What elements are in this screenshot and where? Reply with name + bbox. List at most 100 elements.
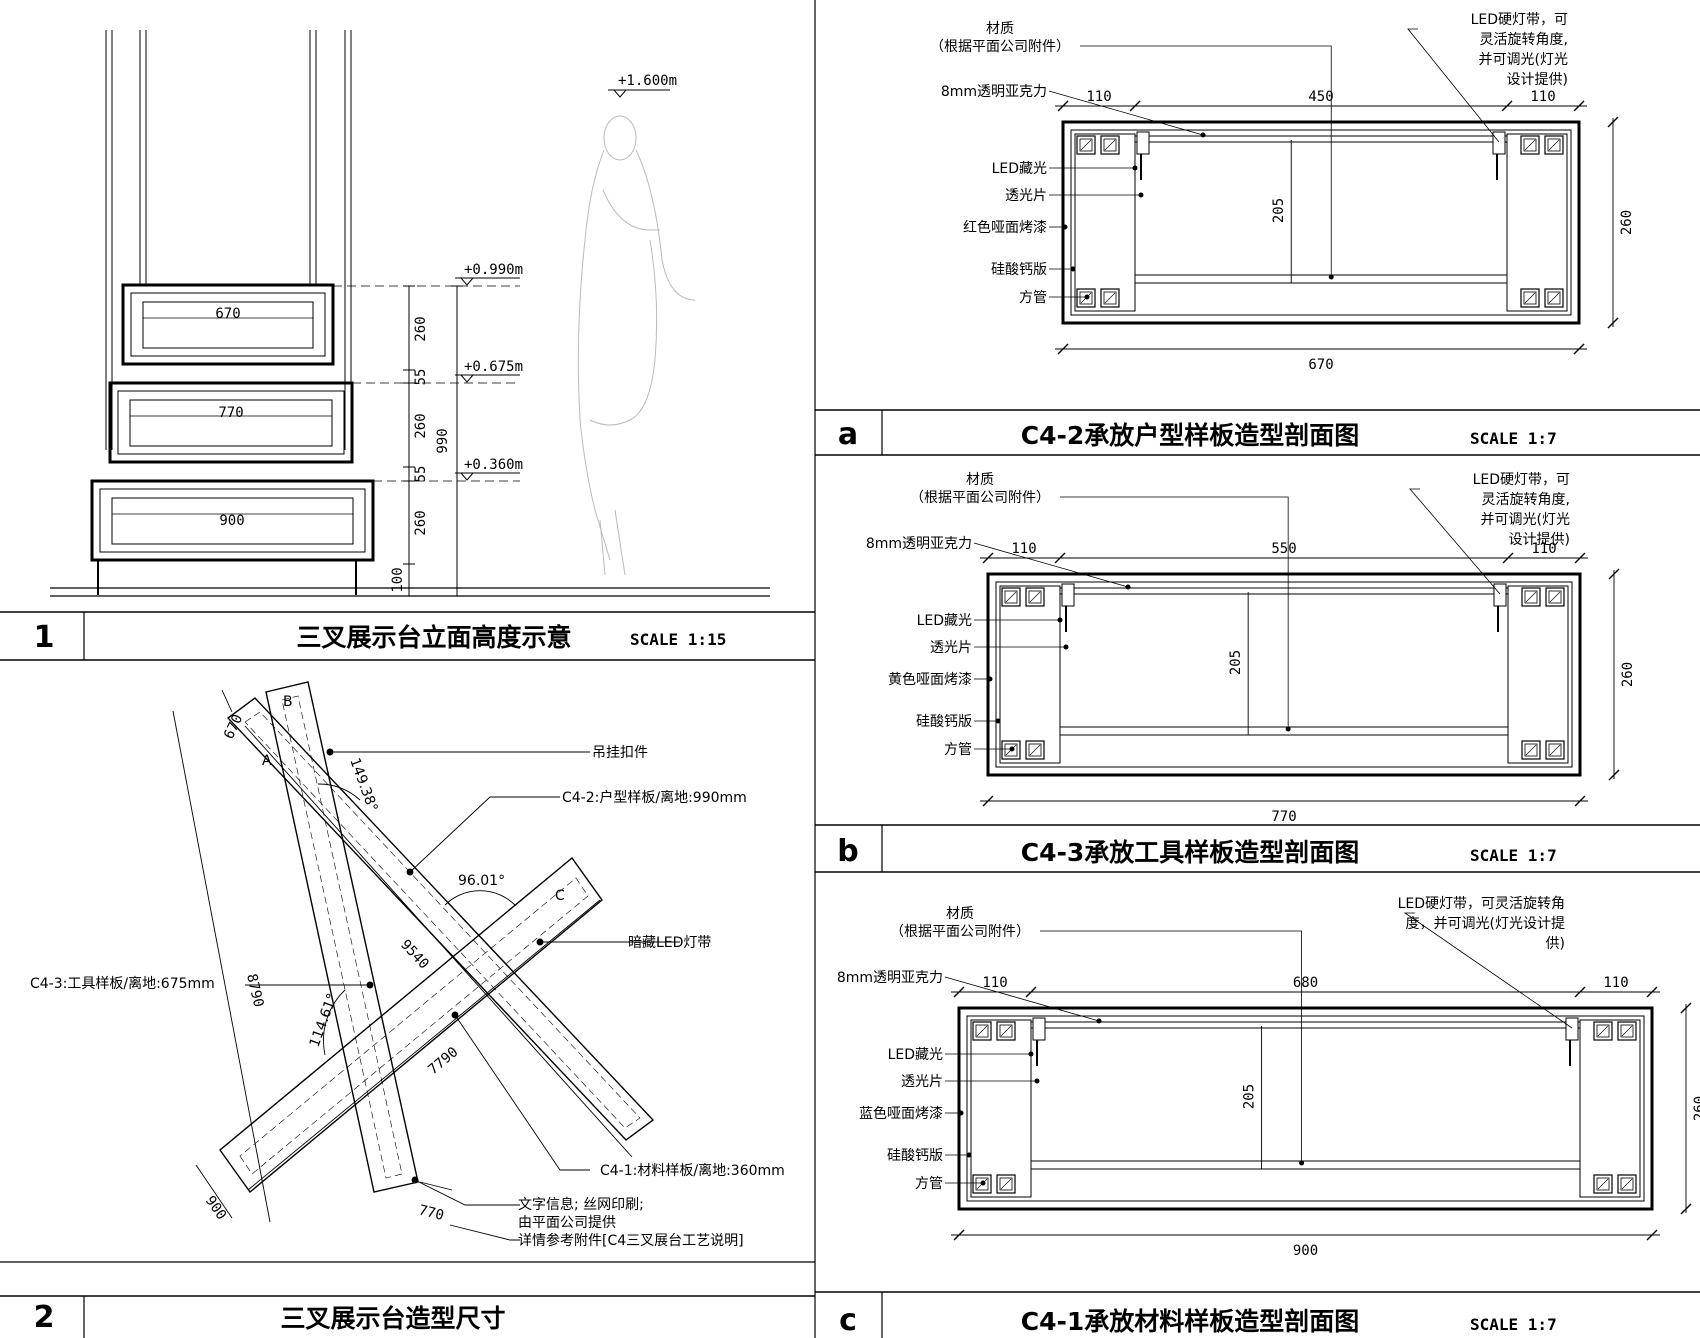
label-led-note: 并可调光(灯光: [1481, 512, 1570, 528]
dim-tick: [1608, 568, 1620, 580]
board-label-b: B: [283, 694, 293, 710]
right-column: [1506, 133, 1568, 312]
dim-9540: 9540: [397, 937, 432, 973]
square-tube: [1617, 1021, 1637, 1041]
dim-top-right: 110: [1530, 89, 1555, 105]
vertical-dimension-lines: [403, 285, 463, 597]
panel-scale-1: SCALE 1:15: [630, 630, 726, 649]
dim-tick: [1057, 100, 1069, 112]
leader-line: [1409, 488, 1501, 595]
dim-8790: 8790: [243, 972, 266, 1008]
dim-670-plan: 670: [221, 712, 246, 742]
leader-dot: [1285, 726, 1291, 732]
floor-line: [50, 587, 770, 597]
led-fixture: [1032, 1017, 1046, 1041]
dim-100: 100: [390, 567, 406, 592]
leader-line: [1048, 90, 1204, 136]
panel-number-2: 2: [34, 1300, 55, 1335]
label-tube: 方管: [915, 1176, 943, 1192]
level-lines: [333, 285, 520, 482]
bottom-plate: [1030, 1160, 1581, 1170]
right-column: [1507, 585, 1569, 764]
dim-tick: [1646, 986, 1658, 998]
square-tube: [972, 1021, 992, 1041]
square-tube: [1001, 587, 1021, 607]
dim-tick: [1502, 552, 1514, 564]
angle-149: 149.38°: [346, 756, 380, 814]
leader-dot: [980, 1180, 986, 1186]
dim-tick: [1501, 100, 1513, 112]
dim-tick: [1573, 343, 1585, 355]
label-board: 硅酸钙版: [916, 714, 972, 730]
label-led-hidden: LED藏光: [888, 1047, 943, 1063]
led-fixture: [1136, 131, 1150, 155]
square-tube: [1545, 740, 1565, 760]
label-led-note: 度，并可调光(灯光设计提: [1406, 916, 1565, 932]
label-led-hidden: LED藏光: [992, 161, 1047, 177]
elevation-0360: +0.360m: [464, 457, 523, 473]
label-diffuser: 透光片: [1005, 188, 1047, 204]
label-tube: 方管: [1019, 290, 1047, 306]
label-diffuser: 透光片: [901, 1074, 943, 1090]
board-c: [219, 856, 603, 1194]
square-tube: [1521, 740, 1541, 760]
dim-inner: 205: [1242, 1084, 1258, 1109]
square-tube: [1520, 288, 1540, 308]
left-column: [970, 1019, 1032, 1198]
dim-tick: [953, 1229, 965, 1241]
callout-note3: 详情参考附件[C4三叉展台工艺说明]: [518, 1232, 744, 1249]
dim-height: 260: [1692, 1096, 1700, 1121]
dim-tick: [1607, 116, 1619, 128]
dim-tick: [1680, 1203, 1692, 1215]
leader-dot: [987, 676, 993, 682]
dim-top-left: 110: [982, 975, 1007, 991]
label-led-hidden: LED藏光: [917, 613, 972, 629]
elevation-0990: +0.990m: [464, 262, 523, 278]
label-acrylic: 8mm透明亚克力: [866, 536, 972, 552]
label-paint: 蓝色哑面烤漆: [859, 1105, 943, 1122]
dim-tick: [1607, 317, 1619, 329]
dim-top-middle: 680: [1293, 975, 1318, 991]
bottom-plate: [1134, 274, 1508, 284]
leader-line: [1403, 912, 1573, 1029]
dim-770-plan: 770: [417, 1202, 445, 1224]
square-tube: [1025, 740, 1045, 760]
dim-tick: [1608, 769, 1620, 781]
elevation-markers: [455, 89, 670, 481]
label-acrylic: 8mm透明亚克力: [941, 84, 1047, 100]
label-material-note: （根据平面公司附件）: [930, 39, 1070, 55]
dim-width: 770: [1271, 809, 1296, 825]
dim-top-right: 110: [1603, 975, 1628, 991]
human-figure-sketch: [577, 115, 696, 576]
leader-dot: [958, 1110, 964, 1116]
leader-dot: [1057, 617, 1063, 623]
label-led-note: 供): [1546, 936, 1565, 952]
leader-dot: [1028, 1051, 1034, 1057]
dim-tick: [1646, 1229, 1658, 1241]
width-900: 900: [219, 513, 244, 529]
leader-dot: [1084, 294, 1090, 300]
callout-c42: C4-2:户型样板/离地:990mm: [562, 789, 747, 806]
width-770: 770: [218, 405, 243, 421]
section-inner-frame: [995, 581, 1573, 768]
square-tube: [1520, 135, 1540, 155]
dim-tick: [1680, 1002, 1692, 1014]
dim-width: 900: [1293, 1243, 1318, 1259]
dim-top-middle: 550: [1271, 541, 1296, 557]
plan-panel: A B C 670 8790 9540 7790 900 770 149.38°…: [30, 681, 785, 1335]
leader-dot: [1132, 165, 1138, 171]
led-fixture: [1492, 131, 1506, 155]
right-column: [1579, 1019, 1641, 1198]
dim-top-left: 110: [1086, 89, 1111, 105]
section-scale: SCALE 1:7: [1470, 429, 1557, 448]
square-tube: [996, 1021, 1016, 1041]
section-title: C4-2承放户型样板造型剖面图: [1021, 421, 1360, 450]
label-material: 材质: [946, 906, 974, 922]
angle-114: 114.61°: [307, 991, 341, 1049]
section-letter: a: [838, 417, 858, 452]
square-tube: [1025, 587, 1045, 607]
label-material: 材质: [986, 21, 1014, 37]
square-tube: [1521, 587, 1541, 607]
